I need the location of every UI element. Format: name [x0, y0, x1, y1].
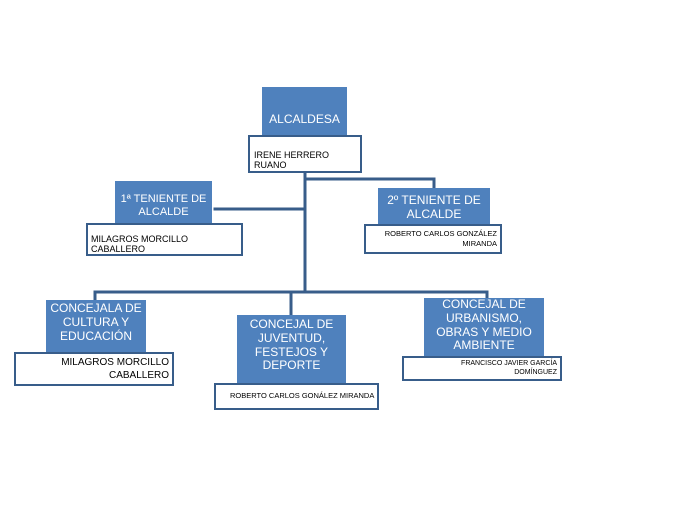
- juventud-title: CONCEJAL DE JUVENTUD, FESTEJOS Y DEPORTE: [249, 317, 334, 373]
- urbanismo-name-box: FRANCISCO JAVIER GARCÍA DOMÍNGUEZ: [402, 356, 562, 381]
- cultura-title: CONCEJALA DE CULTURA Y EDUCACIÓN: [50, 301, 142, 343]
- urbanismo-title-box: CONCEJAL DE URBANISMO, OBRAS Y MEDIO AMB…: [424, 298, 544, 356]
- teniente1-title-box: 1ª TENIENTE DE ALCALDE: [115, 181, 212, 228]
- juventud-name: ROBERTO CARLOS GONÁLEZ MIRANDA: [230, 391, 375, 400]
- juventud-name-box: ROBERTO CARLOS GONÁLEZ MIRANDA: [214, 383, 379, 410]
- teniente2-name-box: ROBERTO CARLOS GONZÁLEZ MIRANDA: [364, 224, 502, 254]
- cultura-name: MILAGROS MORCILLO CABALLERO: [61, 357, 169, 381]
- teniente1-title: 1ª TENIENTE DE ALCALDE: [120, 193, 207, 218]
- alcaldesa-name: IRENE HERRERO RUANO: [254, 150, 330, 170]
- alcaldesa-title: ALCALDESA: [269, 112, 340, 126]
- urbanismo-title: CONCEJAL DE URBANISMO, OBRAS Y MEDIO AMB…: [436, 298, 532, 353]
- teniente2-name: ROBERTO CARLOS GONZÁLEZ MIRANDA: [384, 229, 497, 248]
- cultura-title-box: CONCEJALA DE CULTURA Y EDUCACIÓN: [46, 300, 146, 356]
- teniente1-name-box: MILAGROS MORCILLO CABALLERO: [86, 223, 243, 256]
- juventud-title-box: CONCEJAL DE JUVENTUD, FESTEJOS Y DEPORTE: [237, 315, 346, 383]
- alcaldesa-name-box: IRENE HERRERO RUANO: [248, 135, 362, 173]
- teniente2-title-box: 2º TENIENTE DE ALCALDE: [378, 188, 490, 226]
- alcaldesa-title-box: ALCALDESA: [262, 87, 347, 135]
- teniente1-name: MILAGROS MORCILLO CABALLERO: [91, 234, 189, 254]
- urbanismo-name: FRANCISCO JAVIER GARCÍA DOMÍNGUEZ: [461, 360, 557, 377]
- teniente2-title: 2º TENIENTE DE ALCALDE: [387, 193, 481, 221]
- cultura-name-box: MILAGROS MORCILLO CABALLERO: [14, 352, 174, 386]
